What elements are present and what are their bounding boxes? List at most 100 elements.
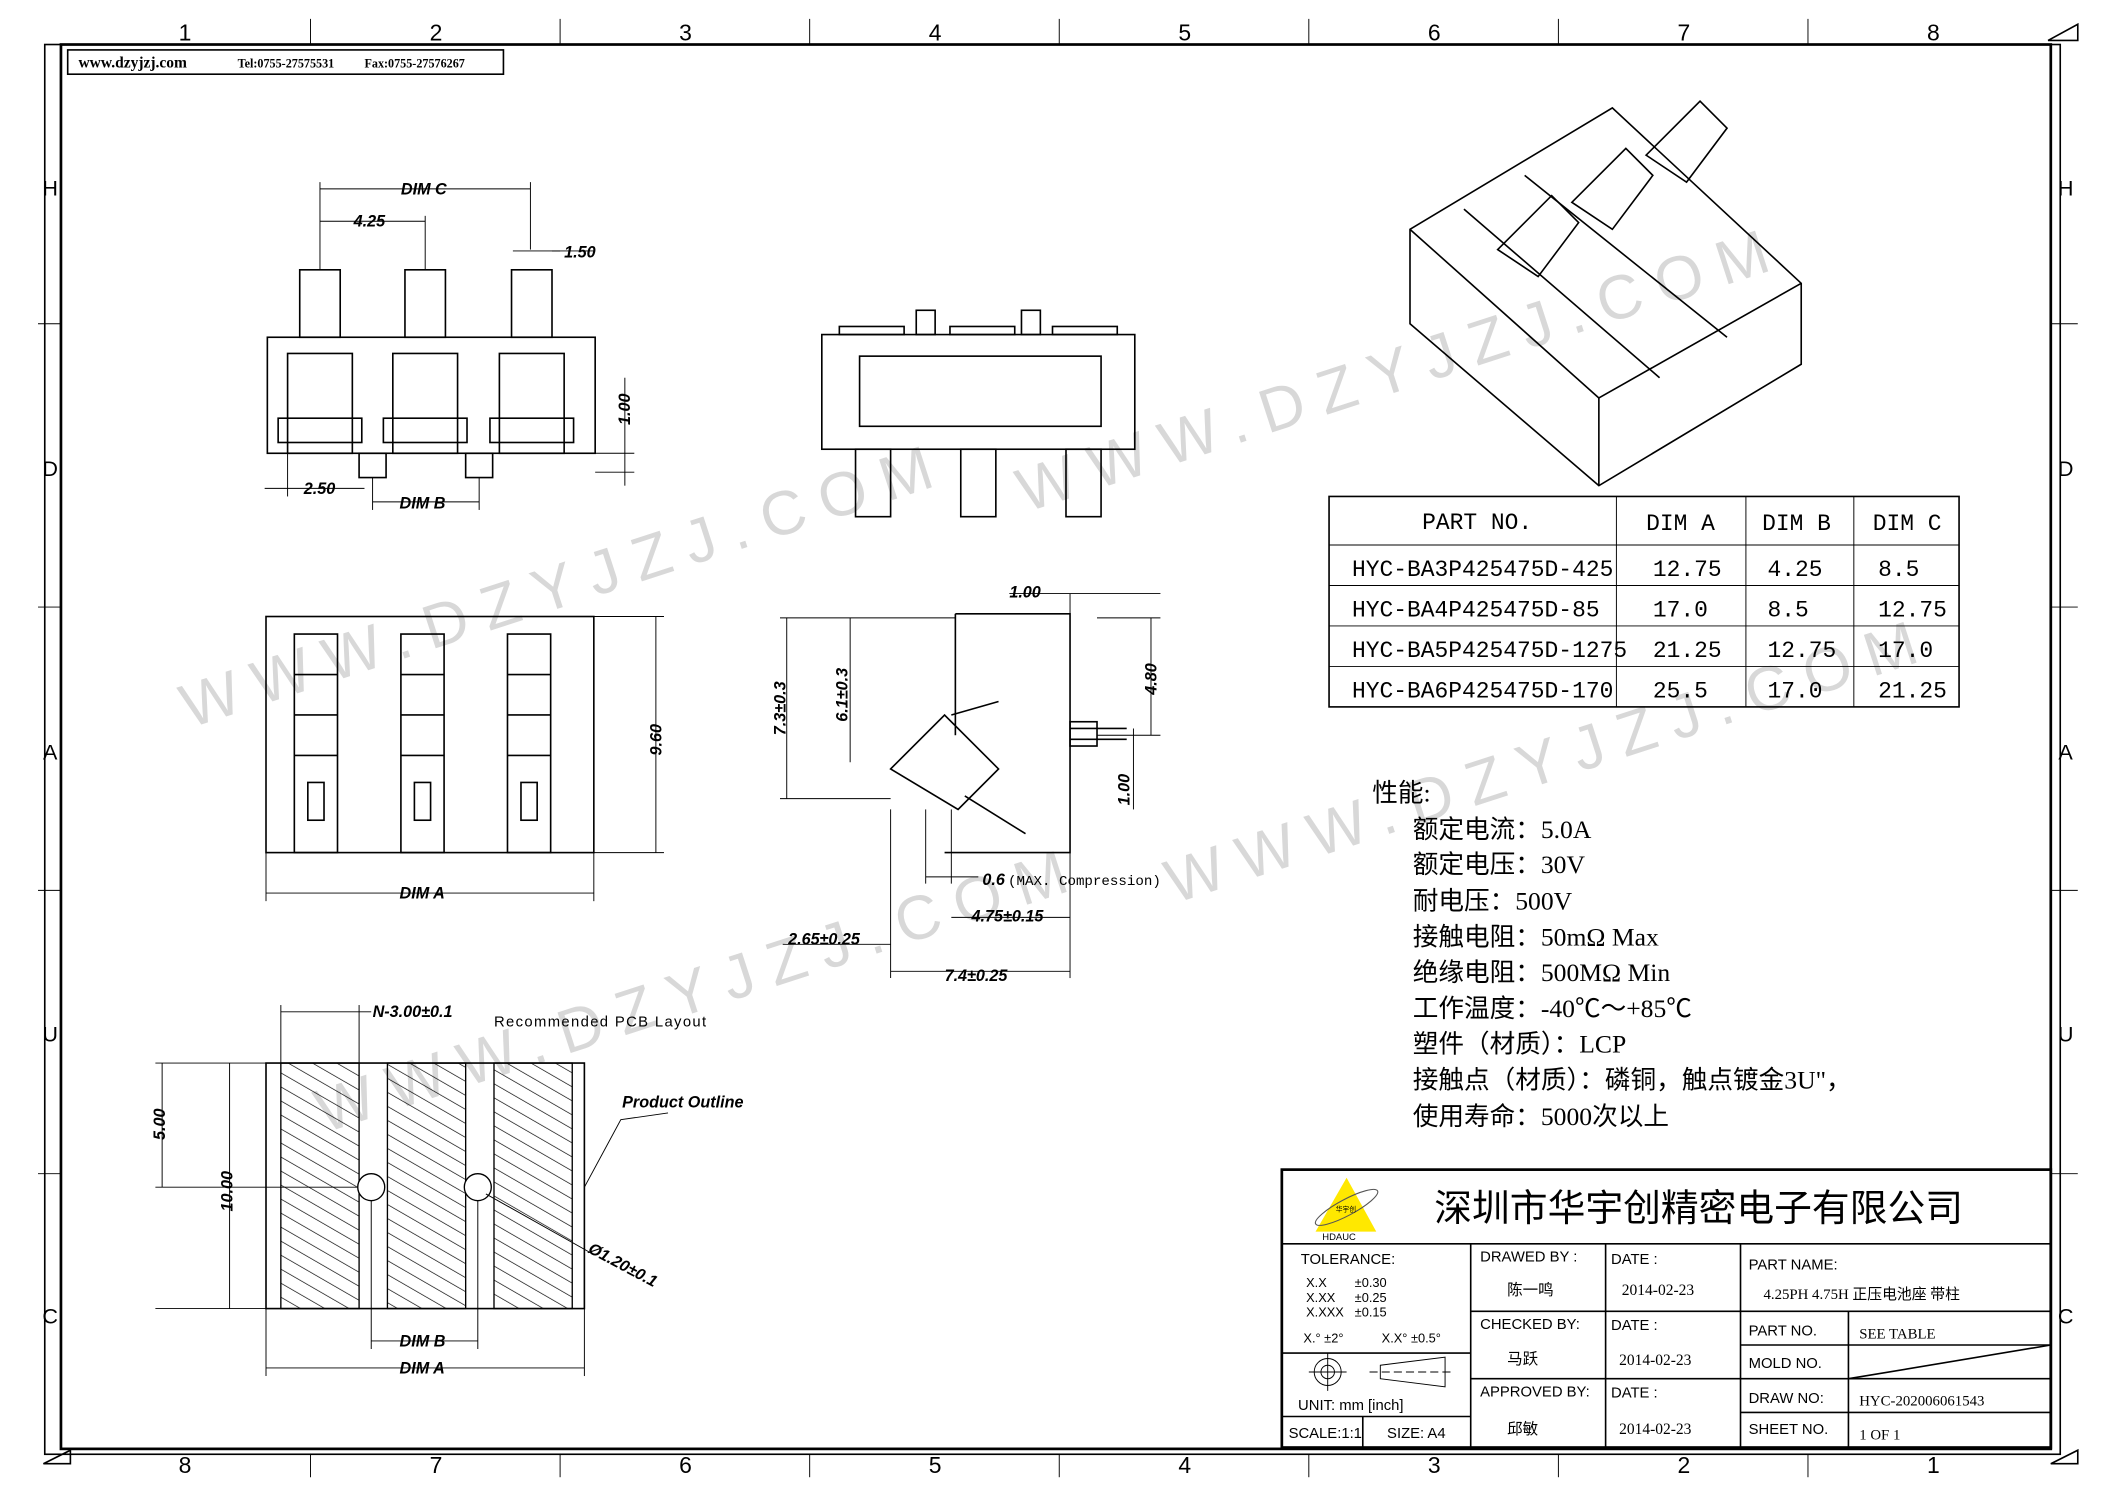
top-view: 9.60 DIM A [265,615,665,902]
part-no-label: PART NO. [1749,1324,1817,1340]
column-label: 2 [430,19,443,45]
zone-ticks [38,18,2078,1478]
dim-label: 4.25 [353,213,386,231]
pcb-layout: N-3.00±0.1 Recommended PCB Layout Produc… [151,1003,744,1377]
corner-arrow-icon [2050,1448,2079,1465]
table-cell: 21.25 [1653,638,1722,664]
column-label: 8 [179,1452,192,1478]
part-name-value: 4.25PH 4.75H 正压电池座 带柱 [1763,1286,1960,1303]
tel-text: Tel:0755-27575531 [238,56,335,70]
tolerance-key: X.XX [1306,1290,1336,1305]
size-label: SIZE: A4 [1387,1426,1446,1442]
row-labels: H D A U C H D A U C [42,176,2073,1329]
table-cell: HYC-BA3P425475D-425 [1352,557,1613,583]
table-cell: HYC-BA5P425475D-1275 [1352,638,1627,664]
side-view: 1.00 4.80 7.3±0.3 6.1±0.3 1.00 0.6 (MAX.… [771,584,1161,985]
draw-no-label: DRAW NO: [1749,1391,1824,1407]
column-labels-top: 1 2 3 4 5 6 7 8 [179,19,1940,45]
projection-symbol-icon [1308,1353,1452,1391]
approved-date: 2014-02-23 [1619,1421,1692,1438]
spec-item: 接触电阻：50mΩ Max [1413,923,1659,952]
table-cell: 17.0 [1878,638,1933,664]
approved-by-label: APPROVED BY: [1480,1384,1590,1400]
dim-a-label: DIM A [400,1359,445,1377]
product-outline-label: Product Outline [622,1094,743,1112]
row-label: U [42,1021,58,1046]
column-label: 1 [1927,1452,1940,1478]
specs-title: 性能: [1372,778,1430,807]
row-label: D [42,456,58,481]
dim-label: 2.65±0.25 [787,930,861,948]
table-header: PART NO. [1422,510,1532,536]
drawed-by-name: 陈一鸣 [1507,1281,1554,1299]
front-view: DIM C 4.25 1.50 1.00 2.50 DIM B [264,180,635,513]
date-label: DATE : [1611,1318,1658,1334]
column-label: 4 [1178,1452,1191,1478]
row-label: H [42,176,58,201]
table-cell: 17.0 [1767,678,1822,704]
approved-by-name: 邱敏 [1507,1420,1538,1438]
fax-text: Fax:0755-27576267 [364,56,464,70]
drawed-by-label: DRAWED BY : [1480,1249,1577,1265]
inner-frame [59,43,2053,1451]
column-label: 3 [1428,1452,1441,1478]
watermark-text: WWW.DZYJZJ.COM [1009,212,1793,526]
row-label: H [2058,176,2074,201]
unit-label: UNIT: mm [inch] [1298,1398,1403,1414]
spec-item: 塑件（材质）：LCP [1413,1029,1627,1058]
performance-specs: 性能: 额定电流：5.0A 额定电压：30V 耐电压：500V 接触电阻：50m… [1372,778,1851,1131]
corner-arrow-icon [2047,22,2079,42]
dim-label: 0.6 [982,871,1005,889]
dim-label: 9.60 [647,724,665,755]
table-header: DIM A [1646,511,1715,537]
spec-item: 使用寿命：5000次以上 [1413,1102,1669,1131]
spec-item: 工作温度：-40℃～+85℃ [1413,994,1692,1023]
dim-b-label: DIM B [400,1332,446,1350]
drawed-date: 2014-02-23 [1622,1282,1695,1299]
sheet-no-label: SHEET NO. [1749,1422,1829,1438]
checked-by-name: 马跃 [1507,1350,1539,1368]
spec-item: 接触点（材质）：磷铜，触点镀金3U"， [1413,1066,1852,1095]
table-cell: HYC-BA4P425475D-85 [1352,598,1600,624]
dim-label: N-3.00±0.1 [373,1003,453,1021]
logo-brand: HDAUC [1322,1232,1356,1243]
table-cell: 8.5 [1878,557,1919,583]
date-label: DATE : [1611,1252,1658,1268]
company-name: 深圳市华宇创精密电子有限公司 [1434,1188,1963,1230]
dim-label: 7.3±0.3 [771,681,789,735]
dim-b-label: DIM B [400,495,446,513]
checked-by-label: CHECKED BY: [1480,1317,1580,1333]
sheet-no-value: 1 OF 1 [1859,1427,1900,1443]
dim-label: 1.00 [616,393,634,424]
row-label: A [2058,740,2073,765]
mold-no-label: MOLD NO. [1749,1356,1822,1372]
tolerance-value: ±0.30 [1355,1275,1387,1290]
dim-a-label: DIM A [400,884,445,902]
table-cell: 4.25 [1767,557,1822,583]
table-cell: 12.75 [1878,598,1947,624]
column-label: 8 [1927,19,1940,45]
row-label: U [2058,1021,2074,1046]
table-cell: 12.75 [1653,557,1722,583]
dim-label: Ø1.20±0.1 [585,1240,660,1291]
dim-label: 7.4±0.25 [945,967,1009,985]
row-label: A [43,740,58,765]
angle-tolerance: X.° ±2° [1303,1330,1343,1345]
dim-label: 10.00 [218,1171,236,1211]
header-box [66,49,505,76]
dim-label: 1.00 [1009,584,1040,602]
part-no-value: SEE TABLE [1859,1326,1935,1342]
date-label: DATE : [1611,1386,1658,1402]
table-cell: 17.0 [1653,598,1708,624]
column-label: 6 [679,1452,692,1478]
website-text: www.dzyjzj.com [78,54,187,71]
row-label: D [2058,456,2074,481]
spec-item: 耐电压：500V [1413,886,1573,915]
table-header: DIM B [1762,511,1831,537]
row-label: C [42,1303,58,1328]
table-cell: 25.5 [1653,678,1708,704]
back-view [821,309,1136,518]
column-label: 1 [179,19,192,45]
